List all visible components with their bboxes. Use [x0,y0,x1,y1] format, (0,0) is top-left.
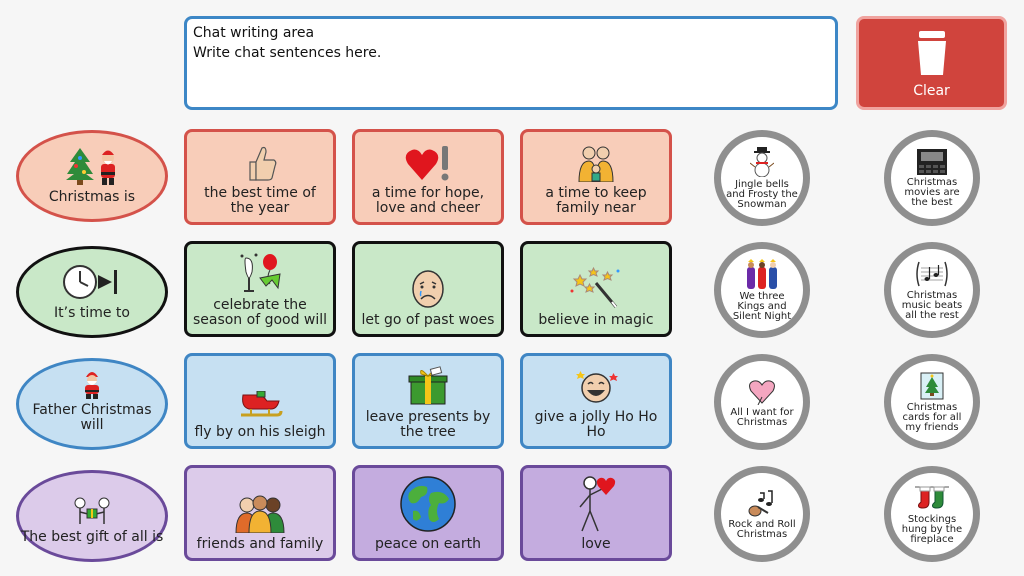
song-christmas-music[interactable]: Christmas music beats all the rest [884,242,980,338]
card-love[interactable]: love [520,465,672,561]
chat-hint: Write chat sentences here. [193,45,382,61]
card-label: a time for hope, love and cheer [371,185,485,216]
heart-exclamation-icon [404,144,452,182]
clear-button[interactable]: Clear [856,16,1007,110]
card-hope-love-cheer[interactable]: a time for hope, love and cheer [352,129,504,225]
song-label: Rock and Roll Christmas [728,518,796,540]
starter-label: Christmas is [48,189,136,205]
santa-icon [80,369,104,399]
song-christmas-cards[interactable]: Christmas cards for all my friends [884,354,980,450]
sad-face-icon [410,269,446,309]
family-icon [574,144,618,182]
card-label: love [581,536,611,552]
song-stockings-fireplace[interactable]: Stockings hung by the fireplace [884,466,980,562]
earth-icon [399,475,457,533]
starter-best-gift-of-all[interactable]: The best gift of all is [16,470,168,562]
song-all-i-want[interactable]: All I want for Christmas [714,354,810,450]
card-label: leave presents by the tree [365,409,491,440]
card-label: celebrate the season of good will [192,297,328,328]
card-fly-by-sleigh[interactable]: fly by on his sleigh [184,353,336,449]
song-label: Christmas cards for all my friends [902,401,962,433]
card-keep-family-near[interactable]: a time to keep family near [520,129,672,225]
card-label: peace on earth [374,536,482,552]
guitar-music-icon [746,489,778,517]
laughing-face-icon [574,370,618,406]
card-peace-on-earth[interactable]: peace on earth [352,465,504,561]
christmas-card-icon [920,372,944,400]
song-christmas-movies[interactable]: Christmas movies are the best [884,130,980,226]
card-celebrate-good-will[interactable]: celebrate the season of good will [184,241,336,337]
song-we-three-kings[interactable]: We three Kings and Silent Night [714,242,810,338]
song-label: We three Kings and Silent Night [732,290,792,322]
song-label: Christmas movies are the best [904,176,960,208]
card-label: fly by on his sleigh [194,424,326,440]
starter-label: The best gift of all is [20,529,164,545]
card-leave-presents[interactable]: leave presents by the tree [352,353,504,449]
music-notes-icon [915,260,949,288]
card-label: friends and family [196,536,324,552]
christmas-tree-santa-icon [64,146,120,186]
starter-christmas-is[interactable]: Christmas is [16,130,168,222]
card-label: a time to keep family near [545,185,647,216]
magic-wand-icon [568,265,624,309]
stockings-icon [915,484,949,512]
sleigh-icon [237,391,283,421]
starter-its-time-to[interactable]: It’s time to [16,246,168,338]
snowman-icon [750,146,774,177]
song-label: All I want for Christmas [730,406,794,428]
clock-arrow-icon [62,262,122,302]
person-heart-icon [576,475,616,533]
card-jolly-ho-ho-ho[interactable]: give a jolly Ho Ho Ho [520,353,672,449]
card-let-go-of-woes[interactable]: let go of past woes [352,241,504,337]
starter-label: Father Christmas will [32,402,152,433]
card-label: give a jolly Ho Ho Ho [534,409,658,440]
starter-father-christmas-will[interactable]: Father Christmas will [16,358,168,450]
card-label: let go of past woes [361,312,495,328]
three-kings-icon [745,258,779,289]
song-rock-and-roll-christmas[interactable]: Rock and Roll Christmas [714,466,810,562]
thumbs-up-icon [242,144,278,182]
card-label: believe in magic [538,312,654,328]
chat-title: Chat writing area [193,25,315,41]
celebration-icon [236,252,284,294]
chat-writing-area[interactable]: Chat writing area Write chat sentences h… [184,16,838,110]
starter-label: It’s time to [54,305,130,321]
group-people-icon [234,493,286,533]
heart-icon [748,377,776,405]
present-icon [403,366,453,406]
gift-giving-icon [72,496,112,526]
card-label: the best time of the year [204,185,316,216]
trash-icon [917,31,946,75]
song-label: Stockings hung by the fireplace [901,513,963,545]
song-label: Jingle bells and Frosty the Snowman [726,178,798,210]
card-best-time-of-year[interactable]: the best time of the year [184,129,336,225]
card-friends-and-family[interactable]: friends and family [184,465,336,561]
card-believe-in-magic[interactable]: believe in magic [520,241,672,337]
song-label: Christmas music beats all the rest [901,289,963,321]
clear-label: Clear [913,83,950,99]
cinema-icon [917,148,947,175]
song-jingle-bells-frosty[interactable]: Jingle bells and Frosty the Snowman [714,130,810,226]
